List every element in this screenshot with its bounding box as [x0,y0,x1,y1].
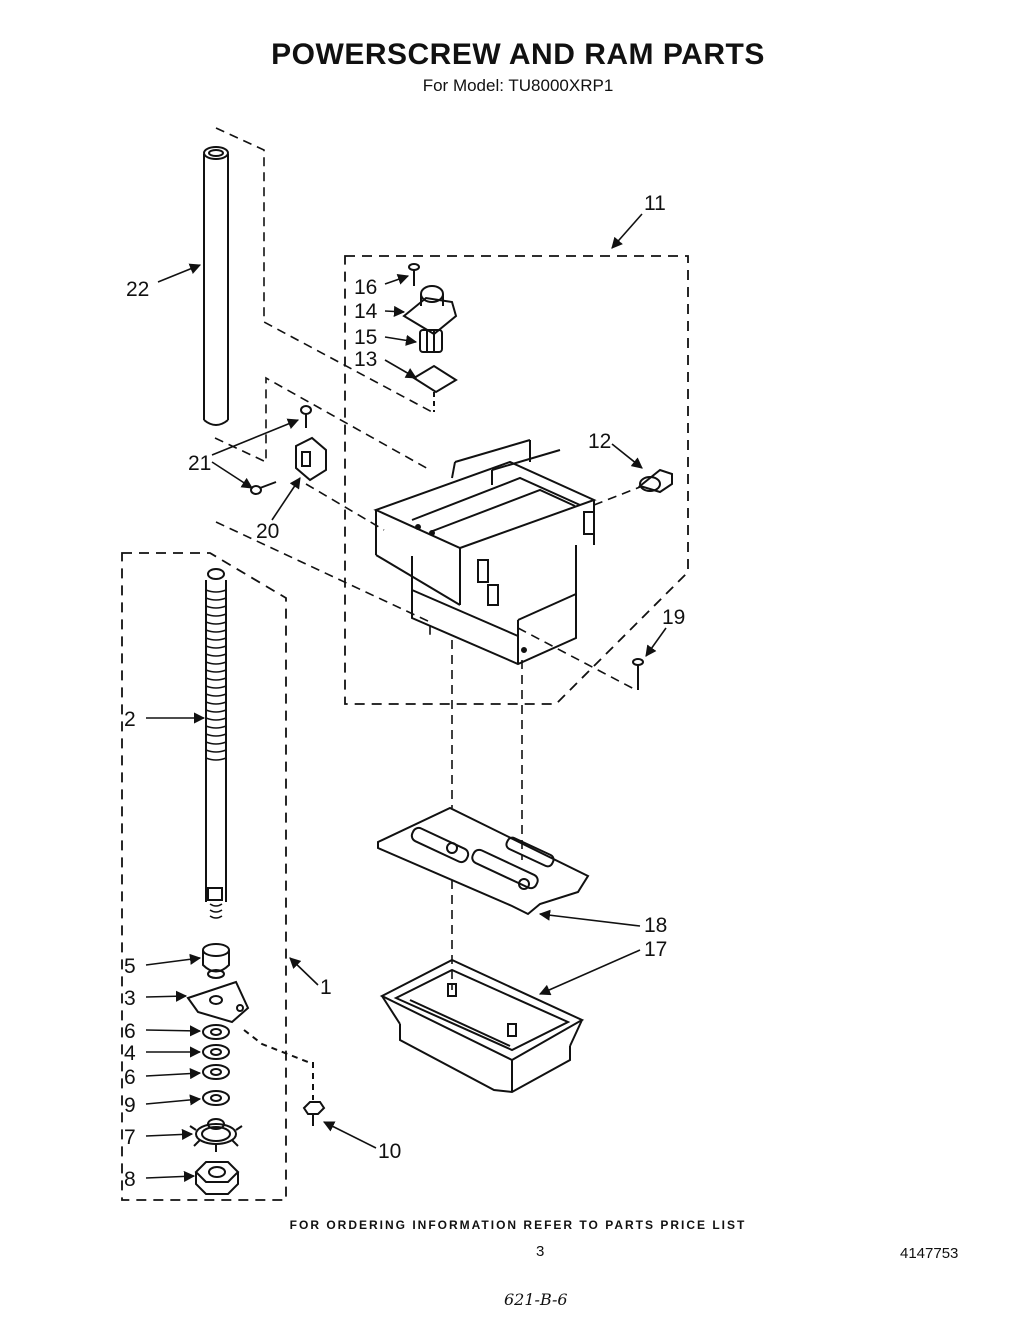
callout-21: 21 [188,452,211,475]
assembly-11-boundary [344,255,689,705]
callout-22: 22 [126,278,149,301]
callout-9: 9 [124,1094,136,1117]
callout-15: 15 [354,326,377,349]
clip-part-12 [637,468,673,494]
callout-13: 13 [354,348,377,371]
callout-10: 10 [378,1140,401,1163]
model-subtitle: For Model: TU8000XRP1 [422,76,614,95]
callout-14: 14 [354,300,378,323]
washers-parts-6-4-9 [202,1024,230,1106]
screw-part-16 [408,263,420,286]
powerscrew-part-2 [205,568,227,919]
sprocket-part-7 [189,1118,243,1152]
callout-6a: 6 [124,1020,136,1043]
callout-8: 8 [124,1168,136,1191]
gasket-part-18 [377,806,590,916]
callout-7: 7 [124,1126,136,1149]
callout-labels: 22 21 20 16 14 15 13 11 12 19 2 1 5 3 6 … [124,192,685,1191]
callout-12: 12 [588,430,611,453]
callout-17: 17 [644,938,667,961]
callout-1: 1 [320,976,332,999]
tube-part-22 [203,146,229,426]
housing-guide-lines [215,486,641,990]
assembly-1-boundary [121,552,287,1201]
ordering-info-note: FOR ORDERING INFORMATION REFER TO PARTS … [289,1218,747,1232]
callout-20: 20 [256,520,279,543]
tray-part-17 [379,958,585,1094]
callout-16: 16 [354,276,377,299]
callout-4: 4 [124,1042,136,1065]
screws-part-21 [250,405,312,495]
tube-guide-lines [214,127,433,531]
callout-18: 18 [644,914,667,937]
page-number: 3 [536,1243,545,1260]
callout-6b: 6 [124,1066,136,1089]
screw-part-19 [632,658,644,690]
plate-part-13 [412,364,458,412]
leader-arrows [145,213,667,1183]
handwritten-note: 621-B-6 [504,1290,568,1309]
housing-part-14 [402,285,458,336]
page-title: POWERSCREW AND RAM PARTS [271,38,765,71]
screw-part-10 [243,1029,326,1126]
ram-housing-frame [373,439,597,666]
hexnut-part-8 [194,1161,240,1195]
bushing-part-5 [202,943,230,979]
callout-11: 11 [644,192,666,215]
callout-5: 5 [124,955,136,978]
document-number: 4147753 [900,1245,959,1262]
nut-part-15 [419,329,443,353]
bracket-part-20 [295,436,327,482]
callout-19: 19 [662,606,685,629]
callout-3: 3 [124,987,136,1010]
plate-part-3 [186,980,250,1024]
callout-2: 2 [124,708,136,731]
